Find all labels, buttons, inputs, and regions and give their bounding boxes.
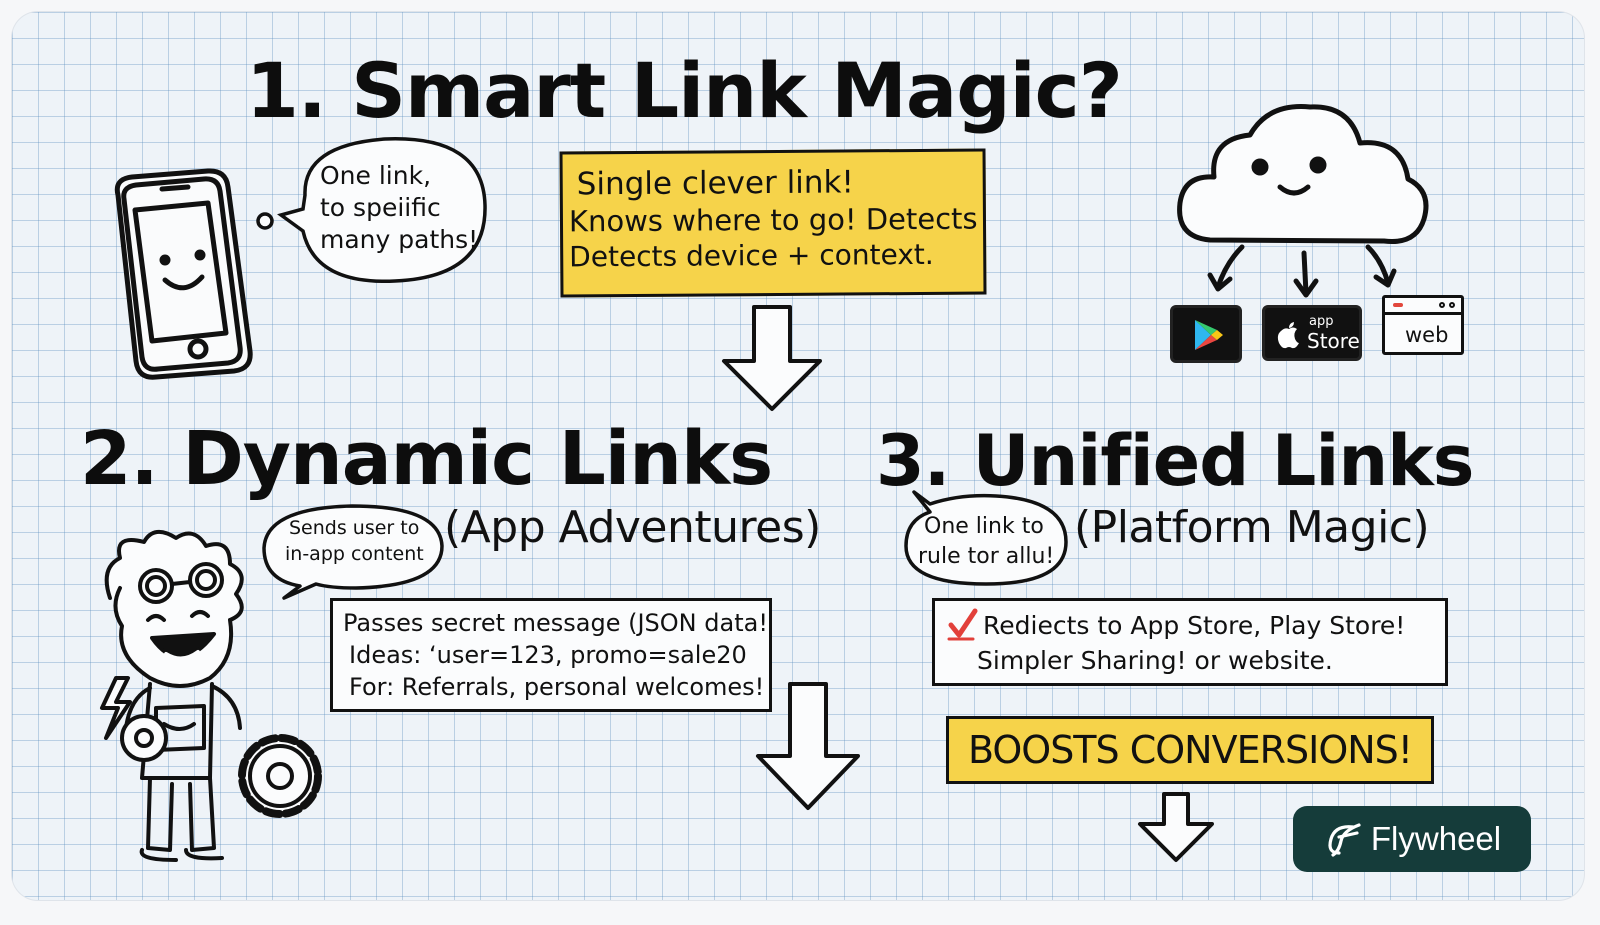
app-store-small-label: app (1309, 314, 1334, 329)
google-play-button[interactable] (1170, 305, 1242, 363)
arrow-down-icon (722, 305, 822, 411)
smiling-cloud-icon (1177, 104, 1429, 298)
section3-subtitle: (Platform Magic) (1074, 502, 1430, 553)
dynamic-links-note: Passes secret message (JSON data! Ideas:… (330, 598, 772, 712)
google-play-icon (1195, 320, 1223, 350)
bubble1-text: One link, to speiific many paths! (320, 161, 479, 254)
section1-title: 1. Smart Link Magic? (246, 46, 1123, 135)
section2-subtitle: (App Adventures) (444, 502, 821, 553)
bubble3-text: One link to rule tor allu! (918, 514, 1055, 569)
arrow-down-icon (1138, 792, 1214, 862)
app-store-label: Store (1307, 329, 1360, 353)
apple-icon (1277, 322, 1299, 349)
smiling-phone-icon (114, 168, 253, 380)
checkmark-icon (947, 608, 978, 641)
speech-bubble-1 (256, 137, 487, 284)
bubble2-text: Sends user to in-app content (285, 517, 424, 565)
section3-title: 3. Unified Links (876, 420, 1474, 502)
section2-title: 2. Dynamic Links (80, 416, 773, 502)
brand-name: Flywheel (1370, 820, 1502, 857)
boosts-conversions-banner: BOOSTS CONVERSIONS! (946, 716, 1434, 784)
app-store-button[interactable]: app Store (1262, 305, 1362, 361)
arrow-down-icon (756, 682, 860, 810)
speech-bubble-3 (904, 490, 1068, 586)
flywheel-brand-badge: Flywheel (1293, 806, 1531, 872)
inventor-character-illustration (100, 530, 322, 862)
web-browser-button[interactable]: web (1382, 295, 1464, 355)
smart-link-note: Single clever link! Knows where to go! D… (559, 148, 987, 298)
flywheel-logo-icon (1328, 823, 1361, 857)
speech-bubble-2 (262, 504, 444, 600)
unified-links-note: Rediects to App Store, Play Store! Simpl… (932, 598, 1448, 686)
web-label: web (1405, 323, 1449, 347)
